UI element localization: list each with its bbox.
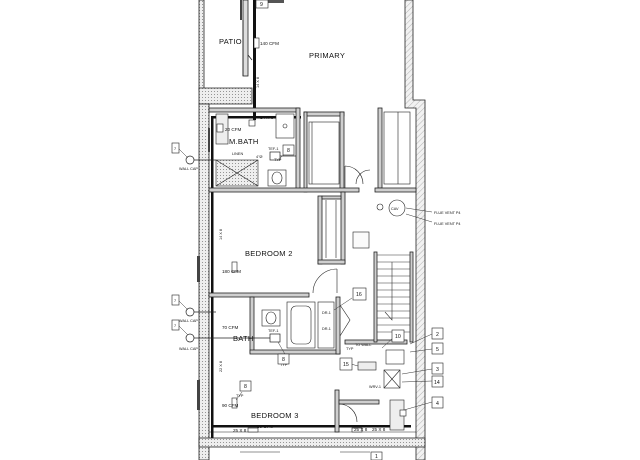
tag-2: 2: [436, 332, 439, 338]
callout-box-1: [370, 451, 383, 460]
room-label-bath: BATH: [233, 334, 254, 343]
tag-8c: 8: [244, 384, 247, 390]
main-supply-duct: [211, 0, 411, 438]
equipment-labels: TEF-1 TEF-1 DR-1 DR-1 WALL CAP WALL CAP …: [179, 4, 461, 398]
room-label-bedroom3: BEDROOM 3: [251, 411, 299, 420]
cfm-bedroom3: 90 CFM: [222, 403, 239, 408]
typ-label-bedroom3: TYP: [236, 394, 244, 398]
cfm-bath: 70 CFM: [222, 325, 239, 330]
exterior-walls: [198, 0, 426, 460]
tag-9: 9: [260, 2, 263, 8]
cfm-primary: 140 CFM: [260, 41, 279, 46]
interior-walls: [208, 107, 417, 433]
duct-size-vertical-top: 14 X 8: [256, 77, 260, 88]
windows: [197, 0, 242, 410]
duct-size-lower: 22 X 8: [219, 361, 223, 372]
tag-1: 1: [375, 454, 378, 460]
cav-label: CAV: [391, 207, 399, 211]
callout-box-10: [391, 329, 405, 343]
room-label-mbath: M.BATH: [229, 137, 259, 146]
callout-box-9: [255, 0, 269, 9]
duct-size-mbath: 14 X 8: [260, 115, 274, 120]
tag-7c: 7: [174, 324, 176, 328]
cfm-mbath: 20 CFM: [225, 127, 242, 132]
callout-box-16: [352, 287, 367, 301]
callout-tag-numbers: 9 8 8 8 16 10 15 2 5 3 14 4 1 7 7 7 7: [174, 2, 440, 460]
typ-label-mbath: TYP: [274, 158, 282, 162]
callout-box-8c: [239, 380, 252, 392]
tag-14: 14: [434, 380, 440, 386]
tag-5: 5: [436, 347, 439, 353]
primary-closets: [308, 111, 411, 188]
callout-box-15: [339, 357, 353, 371]
tef-label-bath: TEF-1: [268, 329, 279, 333]
callout-box-8b: [277, 353, 290, 365]
room-label-patio: PATIO: [219, 37, 242, 46]
wrv-label: WRV-1: [369, 385, 381, 389]
flue-vent-label-1: FLUE VENT P4: [434, 211, 461, 215]
room-label-primary: PRIMARY: [309, 51, 345, 60]
wall-cap-label-3: WALL CAP: [179, 347, 198, 351]
duct-size-bottom-c: 25 X 8: [372, 427, 386, 432]
duct-labels: 14 X 8 14 X 8 14 X 8 22 X 8 25 X 8 25 X …: [219, 77, 386, 433]
typ-label-bath: TYP: [280, 363, 288, 367]
room-label-bedroom2: BEDROOM 2: [245, 249, 293, 258]
patio-partition: [242, 0, 253, 77]
dr-label-a: DR-1: [322, 311, 331, 315]
tag-16: 16: [356, 292, 362, 298]
stairs: [377, 254, 410, 333]
duct-size-bottom-a: 25 X 8: [233, 428, 247, 433]
tag-8a: 8: [287, 148, 290, 154]
wall-cap-label-1: WALL CAP: [179, 167, 198, 171]
callout-tags: [171, 0, 444, 460]
callout-box-3: [431, 362, 444, 375]
bath-fixtures: [261, 301, 358, 423]
tef-label-mbath: TEF-1: [268, 147, 279, 151]
callout-box-4: [431, 396, 444, 409]
flue-vent-label-2: FLUE VENT P4: [434, 222, 461, 226]
callout-box-2: [431, 327, 444, 340]
to-wall-label: TO WALL: [355, 343, 371, 347]
typ-label-hall: TYP: [346, 347, 354, 351]
airflow-labels: 140 CFM 20 CFM 180 CFM 70 CFM 90 CFM 50 …: [222, 41, 279, 429]
dr-label-b: DR-1: [322, 327, 331, 331]
tag-7d: 7: [174, 442, 176, 446]
diffusers: [216, 37, 407, 433]
room-labels: PATIO PRIMARY M.BATH BEDROOM 2 BATH BEDR…: [219, 37, 345, 420]
tag-3: 3: [436, 367, 439, 373]
duct-size-wall: 14 X 8: [219, 229, 223, 240]
linen-label: LINEN: [232, 152, 243, 156]
callout-box-14: [431, 375, 444, 388]
bedroom2-fixtures: [312, 199, 406, 294]
tag-8b: 8: [282, 357, 285, 363]
callout-box-7a: [171, 142, 180, 154]
callout-box-7c: [171, 319, 180, 331]
callout-box-5: [431, 342, 444, 355]
tag-7a: 7: [174, 147, 176, 151]
duct-size-bottom-b: 25 X 8: [354, 427, 368, 432]
cfm-bedroom2: 180 CFM: [222, 269, 241, 274]
callout-box-8a: [282, 144, 295, 156]
cfm-bottom: 50 CFM: [257, 424, 274, 429]
wall-cap-label-2: WALL CAP: [179, 319, 198, 323]
duct-size-round: 4"Ø: [256, 155, 262, 159]
hall-equipment: [357, 349, 405, 431]
tag-15: 15: [343, 362, 349, 368]
tag-10: 10: [395, 334, 401, 340]
callout-box-7b: [171, 294, 180, 306]
tag-7b: 7: [174, 299, 176, 303]
tag-4: 4: [436, 401, 439, 407]
